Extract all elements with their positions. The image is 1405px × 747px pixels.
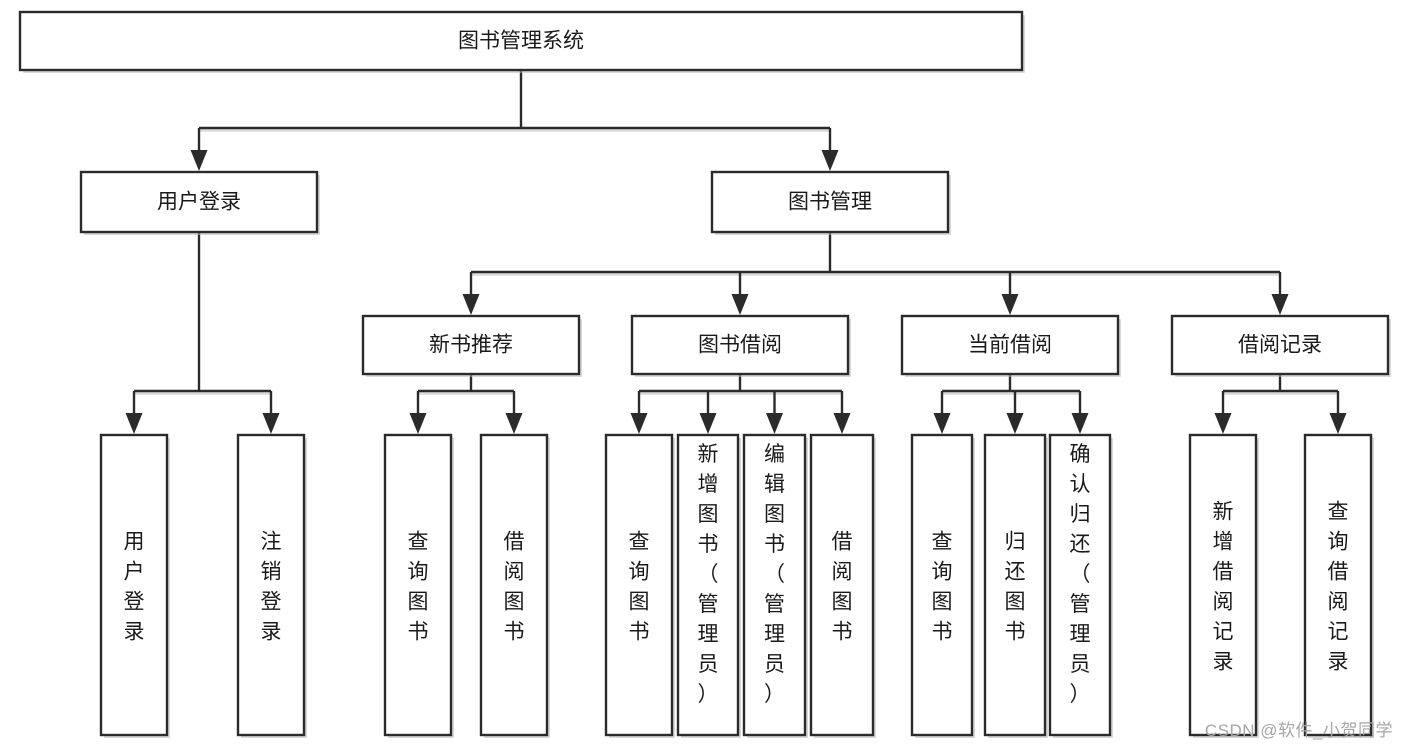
node-root[interactable]: 图书管理系统 [18, 10, 1025, 73]
node-leaf-query-book-2[interactable]: 查询图书 [604, 433, 675, 738]
node-leaf-confirm-return[interactable]: 确认归还（管理员） [1048, 433, 1113, 738]
node-label: 查询图书 [629, 530, 650, 643]
node-rect[interactable] [1303, 433, 1373, 737]
node-leaf-edit-book[interactable]: 编辑图书（管理员） [742, 433, 808, 738]
node-leaf-borrow-book-2[interactable]: 借阅图书 [809, 433, 876, 738]
node-rect[interactable] [742, 433, 807, 737]
node-rect[interactable] [983, 433, 1047, 737]
node-label: 新增图书（管理员） [698, 443, 719, 706]
node-borrow-record[interactable]: 借阅记录 [1170, 314, 1391, 377]
node-label: 图书借阅 [698, 334, 782, 357]
watermark-label: CSDN @软件_小贺同学 [1204, 721, 1393, 740]
node-label: 新书推荐 [429, 334, 513, 357]
node-label: 注销登录 [261, 530, 282, 643]
node-rect[interactable] [79, 170, 319, 234]
node-rect[interactable] [676, 433, 740, 737]
node-leaf-query-book-3[interactable]: 查询图书 [910, 433, 975, 738]
node-leaf-borrow-book-1[interactable]: 借阅图书 [479, 433, 550, 738]
node-rect[interactable] [1170, 314, 1390, 376]
node-rect[interactable] [900, 314, 1120, 376]
node-rect[interactable] [361, 314, 581, 376]
node-label: 新增借阅记录 [1213, 500, 1234, 673]
node-rect[interactable] [710, 170, 950, 234]
node-label: 查询图书 [932, 530, 953, 643]
node-current-borrow[interactable]: 当前借阅 [900, 314, 1121, 377]
node-label: 当前借阅 [968, 334, 1052, 357]
node-rect[interactable] [1188, 433, 1258, 737]
node-rect[interactable] [1048, 433, 1112, 737]
node-label: 图书管理系统 [458, 30, 584, 53]
node-rect[interactable] [910, 433, 974, 737]
node-label: 确认归还（管理员） [1070, 443, 1091, 706]
node-new-book-rec[interactable]: 新书推荐 [361, 314, 582, 377]
node-label: 用户登录 [157, 191, 241, 214]
node-label: 编辑图书（管理员） [764, 443, 785, 706]
node-rect[interactable] [236, 433, 306, 737]
node-leaf-add-book[interactable]: 新增图书（管理员） [676, 433, 741, 738]
connector-layer [125, 70, 1347, 434]
node-rect[interactable] [383, 433, 453, 737]
node-book-manage[interactable]: 图书管理 [710, 170, 951, 235]
node-label: 查询图书 [408, 530, 429, 643]
node-leaf-query-record[interactable]: 查询借阅记录 [1303, 433, 1374, 738]
node-rect[interactable] [18, 10, 1024, 72]
node-label: 借阅图书 [504, 530, 525, 643]
node-leaf-add-record[interactable]: 新增借阅记录 [1188, 433, 1259, 738]
node-label: 用户登录 [124, 530, 145, 643]
node-leaf-logout[interactable]: 注销登录 [236, 433, 307, 738]
node-book-borrow[interactable]: 图书借阅 [630, 314, 851, 377]
node-label: 借阅记录 [1238, 334, 1322, 357]
node-leaf-user-login[interactable]: 用户登录 [99, 433, 170, 738]
node-rect[interactable] [809, 433, 875, 737]
node-label: 查询借阅记录 [1328, 500, 1349, 673]
node-leaf-query-book-1[interactable]: 查询图书 [383, 433, 454, 738]
node-layer: 图书管理系统用户登录图书管理新书推荐图书借阅当前借阅借阅记录用户登录注销登录查询… [18, 10, 1391, 738]
node-rect[interactable] [479, 433, 549, 737]
node-label: 图书管理 [788, 191, 872, 214]
node-label: 借阅图书 [832, 530, 853, 643]
node-user-login[interactable]: 用户登录 [79, 170, 320, 235]
node-rect[interactable] [99, 433, 169, 737]
node-leaf-return-book[interactable]: 归还图书 [983, 433, 1048, 738]
node-label: 归还图书 [1005, 530, 1026, 643]
node-rect[interactable] [630, 314, 850, 376]
node-rect[interactable] [604, 433, 674, 737]
